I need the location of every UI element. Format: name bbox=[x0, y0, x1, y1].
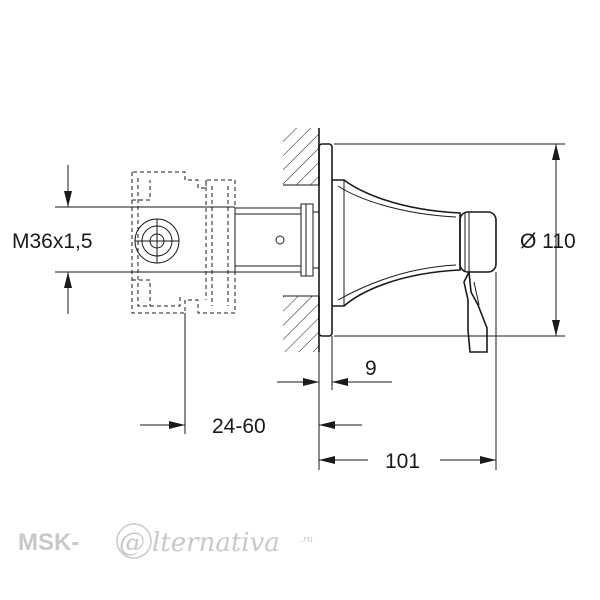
handle-lever bbox=[463, 269, 488, 353]
concealed-valve-body bbox=[131, 171, 236, 314]
dim-rosette-thickness-label: 9 bbox=[365, 357, 377, 380]
dim-total-depth-label: 101 bbox=[385, 450, 420, 473]
wall-upper-hatch bbox=[283, 128, 319, 185]
watermark-at-symbol: @ bbox=[119, 528, 145, 558]
watermark-brand: MSK- bbox=[18, 529, 79, 556]
dim-wall-depth-label: 24-60 bbox=[212, 415, 266, 438]
dim-thread-label: M36x1,5 bbox=[12, 230, 93, 253]
dim-rosette-thickness bbox=[277, 378, 392, 386]
handle-hub bbox=[459, 211, 497, 273]
dim-diameter-label: Ø 110 bbox=[520, 230, 576, 253]
valve-port bbox=[134, 218, 180, 264]
extension-lines bbox=[184, 272, 497, 470]
rosette bbox=[318, 143, 333, 337]
wall-lower-hatch bbox=[283, 296, 319, 352]
escutcheon-cone bbox=[332, 179, 461, 307]
dim-wall-depth bbox=[140, 421, 362, 429]
spindle-shaft bbox=[234, 203, 320, 277]
dim-diameter bbox=[334, 143, 565, 337]
watermark-tld: .ru bbox=[300, 535, 313, 545]
watermark: MSK- @ lternativa .ru bbox=[18, 523, 313, 559]
wall-section bbox=[283, 128, 320, 352]
dim-total-depth bbox=[319, 456, 496, 464]
watermark-script: lternativa bbox=[152, 528, 280, 558]
dim-thread bbox=[55, 165, 235, 314]
